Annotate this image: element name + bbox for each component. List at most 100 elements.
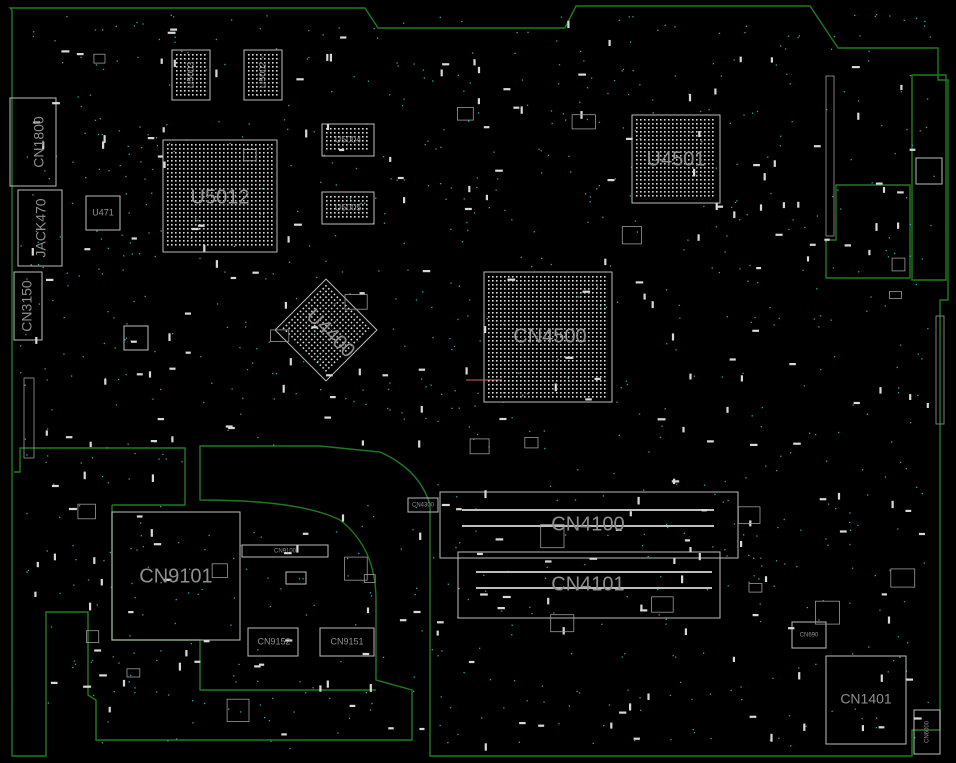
- bga-ball: [167, 176, 169, 178]
- bga-ball: [184, 86, 186, 88]
- bga-ball: [259, 220, 261, 222]
- via: [712, 63, 715, 65]
- passive-component: [100, 578, 103, 586]
- bga-ball: [664, 175, 666, 177]
- via: [616, 301, 619, 303]
- bga-ball: [512, 372, 514, 374]
- bga-ball: [231, 228, 233, 230]
- bga-ball: [203, 208, 205, 210]
- bga-ball: [333, 304, 336, 307]
- bga-ball: [204, 78, 206, 80]
- bga-ball: [267, 184, 269, 186]
- bga-ball: [568, 348, 570, 350]
- via: [866, 310, 868, 312]
- via: [338, 27, 340, 29]
- bga-ball: [342, 208, 344, 210]
- bga-ball: [648, 127, 650, 129]
- via: [451, 349, 453, 351]
- passive-component: [194, 660, 201, 663]
- passive-component: [167, 31, 176, 34]
- bga-ball: [200, 90, 202, 92]
- bga-ball: [366, 144, 368, 146]
- bga-ball: [512, 296, 514, 298]
- bga-ball: [200, 86, 202, 88]
- label-u5002: U5002: [257, 62, 267, 89]
- bga-ball: [564, 332, 566, 334]
- bga-ball: [712, 167, 714, 169]
- bga-ball: [552, 388, 554, 390]
- bga-ball: [171, 236, 173, 238]
- bga-ball: [350, 321, 353, 324]
- bga-ball: [223, 196, 225, 198]
- passive-component: [610, 722, 613, 729]
- via: [549, 485, 552, 487]
- passive-component: [83, 685, 92, 688]
- via: [167, 740, 169, 742]
- bga-ball: [324, 324, 328, 327]
- bga-ball: [572, 328, 574, 330]
- bga-ball: [251, 156, 253, 158]
- bga-ball: [536, 344, 538, 346]
- bga-ball: [330, 200, 332, 202]
- bga-ball: [556, 356, 558, 358]
- bga-ball: [227, 200, 229, 202]
- bga-ball: [580, 300, 582, 302]
- bga-ball: [334, 136, 336, 138]
- bga-ball: [528, 276, 530, 278]
- bga-ball: [184, 82, 186, 84]
- via: [743, 114, 745, 116]
- via: [102, 29, 104, 31]
- bga-ball: [500, 368, 502, 370]
- bga-ball: [259, 188, 261, 190]
- bga-ball: [544, 276, 546, 278]
- bga-ball: [568, 308, 570, 310]
- via: [522, 394, 524, 396]
- bga-ball: [247, 216, 249, 218]
- bga-ball: [276, 82, 278, 84]
- via: [322, 34, 324, 36]
- bga-ball: [251, 144, 253, 146]
- bga-ball: [344, 310, 347, 313]
- via: [628, 16, 630, 18]
- bga-ball: [704, 119, 706, 121]
- bga-ball: [488, 356, 490, 358]
- bga-ball: [353, 330, 356, 333]
- bga-ball: [219, 176, 221, 178]
- via: [73, 584, 75, 586]
- bga-ball: [322, 366, 325, 370]
- via: [632, 16, 634, 18]
- bga-ball: [211, 148, 213, 150]
- bga-ball: [227, 180, 229, 182]
- bga-ball: [668, 163, 670, 165]
- bga-ball: [187, 192, 189, 194]
- bga-ball: [271, 152, 273, 154]
- passive-component: [465, 367, 468, 375]
- bga-ball: [296, 341, 299, 344]
- bga-ball: [239, 244, 241, 246]
- bga-ball: [532, 396, 534, 398]
- bga-ball: [596, 388, 598, 390]
- bga-ball: [272, 66, 274, 68]
- bga-ball: [544, 396, 546, 398]
- bga-ball: [552, 332, 554, 334]
- bga-ball: [640, 143, 642, 145]
- bga-ball: [504, 312, 506, 314]
- via: [303, 361, 305, 363]
- bga-ball: [354, 216, 356, 218]
- bga-ball: [255, 232, 257, 234]
- bga-ball: [219, 212, 221, 214]
- via: [59, 236, 61, 238]
- bga-ball: [572, 332, 574, 334]
- bga-ball: [192, 62, 194, 64]
- bga-ball: [684, 179, 686, 181]
- bga-ball: [588, 332, 590, 334]
- via: [288, 104, 290, 107]
- bga-ball: [668, 179, 670, 181]
- passive-component: [89, 602, 92, 611]
- bga-ball: [247, 144, 249, 146]
- bga-ball: [183, 196, 185, 198]
- bga-ball: [195, 220, 197, 222]
- via: [449, 707, 452, 709]
- bga-ball: [247, 228, 249, 230]
- passive-component: [422, 270, 431, 273]
